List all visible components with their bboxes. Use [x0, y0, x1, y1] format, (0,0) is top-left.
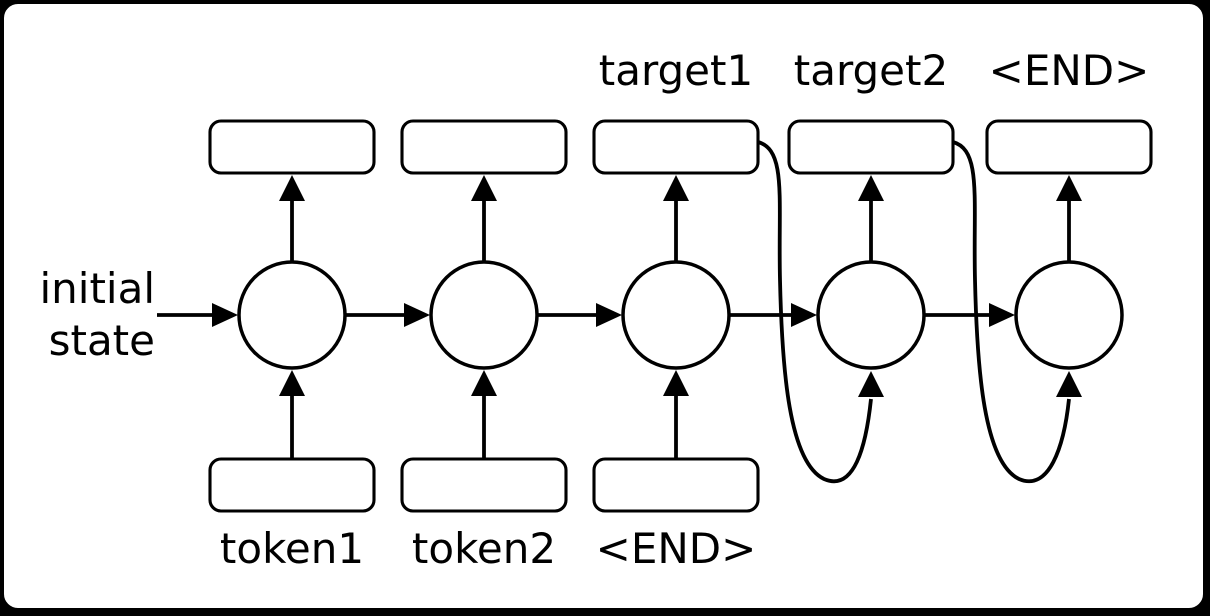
- initial-state-line1: initial: [39, 264, 156, 313]
- rnn-cell-circle-1: [237, 260, 347, 370]
- input-box-2: [400, 457, 568, 513]
- output-label-end: <END>: [988, 46, 1150, 95]
- output-box-4: [787, 119, 955, 175]
- input-arrowhead-2: [471, 370, 497, 396]
- output-arrowhead-4: [858, 175, 884, 201]
- hidden-state-arrowhead-2: [596, 303, 622, 327]
- hidden-state-arrowhead-4: [989, 303, 1015, 327]
- feedback-arrowhead-5: [1056, 371, 1082, 397]
- output-box-5: [985, 119, 1153, 175]
- rnn-cell-circle-4: [816, 260, 926, 370]
- rnn-cell-circle-2: [429, 260, 539, 370]
- output-label-target1: target1: [598, 46, 754, 95]
- feedback-curve-5: [952, 140, 1071, 483]
- output-arrowhead-3: [663, 175, 689, 201]
- rnn-cell-circle-5: [1014, 260, 1124, 370]
- initial-state-arrowhead: [212, 303, 238, 327]
- hidden-state-arrowhead-1: [404, 303, 430, 327]
- feedback-arrowhead-4: [858, 371, 884, 397]
- input-label-token2: token2: [411, 524, 557, 573]
- output-box-1: [208, 119, 376, 175]
- initial-state-label: initial state: [18, 263, 156, 367]
- feedback-curve-4: [757, 140, 873, 483]
- output-box-3: [592, 119, 760, 175]
- input-label-end: <END>: [595, 524, 757, 573]
- output-arrowhead-2: [471, 175, 497, 201]
- hidden-state-arrowhead-3: [791, 303, 817, 327]
- output-arrowhead-5: [1056, 175, 1082, 201]
- input-arrowhead-1: [279, 370, 305, 396]
- input-box-3: [592, 457, 760, 513]
- input-box-1: [208, 457, 376, 513]
- input-arrowhead-3: [663, 370, 689, 396]
- rnn-cell-circle-3: [621, 260, 731, 370]
- output-box-2: [400, 119, 568, 175]
- input-label-token1: token1: [219, 524, 365, 573]
- output-label-target2: target2: [793, 46, 949, 95]
- initial-state-line2: state: [48, 316, 155, 365]
- output-arrowhead-1: [279, 175, 305, 201]
